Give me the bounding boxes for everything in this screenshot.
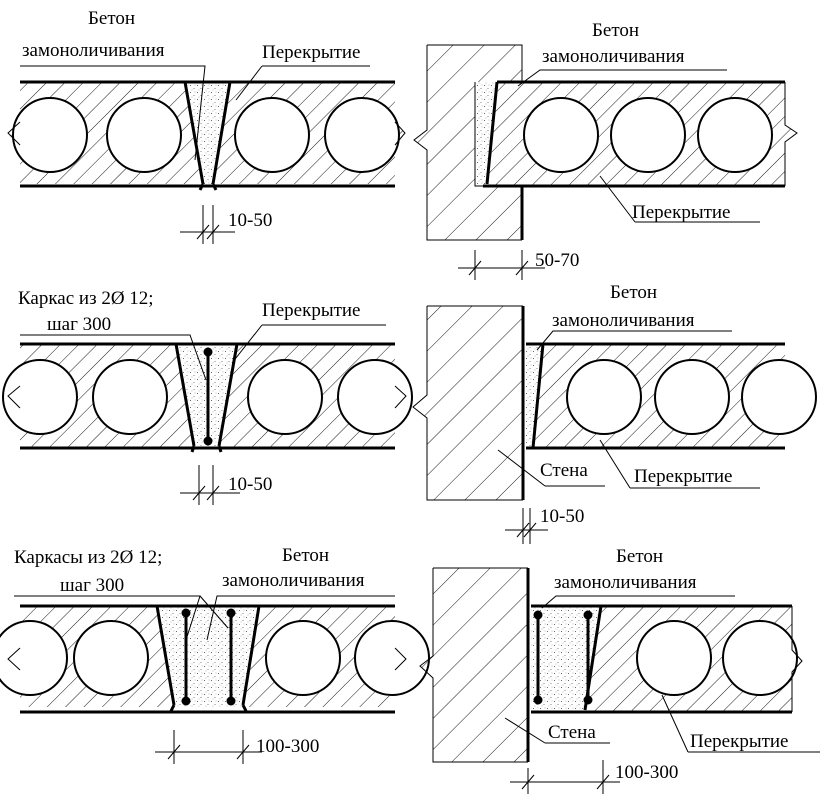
leader-lines (20, 324, 386, 381)
outlines (526, 568, 792, 762)
label-cage-line2: шаг 300 (47, 314, 111, 335)
joint-concrete-fill (185, 82, 230, 184)
hollow-cores (566, 359, 817, 435)
label-concrete-line1: Бетон (88, 8, 135, 29)
label-wall: Стена (548, 722, 596, 743)
leader-lines (517, 69, 760, 223)
rebar-cages (181, 608, 236, 706)
detail-slab-joint-narrow: Бетон замоноличивания Перекрытие 10-50 (7, 8, 406, 244)
label-concrete-line2: замоноличивания (554, 572, 697, 593)
label-cages-line1: Каркасы из 2Ø 12; (14, 547, 162, 568)
detail-slab-joint-cage: Каркас из 2Ø 12; шаг 300 Перекрытие 10-5… (2, 288, 413, 505)
dimension-value: 10-50 (228, 210, 272, 231)
label-slab: Перекрытие (690, 731, 789, 752)
dimension-gap (155, 730, 262, 764)
rebar-cage (533, 610, 593, 705)
detail-slab-joint-wide: Каркасы из 2Ø 12; шаг 300 Бетон замоноли… (0, 545, 430, 764)
wall-thin-lines (419, 567, 803, 763)
hollow-cores (12, 97, 400, 173)
outlines (521, 306, 785, 500)
label-wall: Стена (540, 460, 588, 481)
break-lines (7, 121, 406, 146)
hollow-cores (636, 620, 798, 696)
label-concrete-line1: Бетон (592, 20, 639, 41)
outlines (483, 80, 785, 240)
dimension-gap (458, 250, 545, 280)
wall-thin-lines (412, 305, 523, 501)
dimension-gap (510, 760, 620, 794)
break-lines (7, 647, 407, 671)
leader-lines (497, 330, 760, 489)
dimension-gap (505, 508, 548, 544)
wall-body (413, 306, 522, 500)
label-cage-line1: Каркас из 2Ø 12; (18, 288, 154, 309)
label-cages-line2: шаг 300 (60, 575, 124, 596)
dimension-value: 10-50 (228, 474, 272, 495)
leader-lines (20, 65, 370, 161)
detail-wall-joint-wide: Бетон замоноличивания Стена Перекрытие 1… (419, 546, 820, 794)
dimension-value: 50-70 (535, 250, 579, 271)
slab-outlines (20, 342, 395, 453)
label-slab: Перекрытие (634, 466, 733, 487)
rebar-cage (203, 347, 213, 446)
label-concrete-line1: Бетон (610, 282, 657, 303)
slab-outlines (20, 80, 395, 191)
label-concrete-line2: замоноличивания (552, 310, 695, 331)
dimension-value: 100-300 (615, 762, 678, 783)
dimension-value: 10-50 (540, 506, 584, 527)
hollow-cores (523, 97, 773, 173)
dimension-gap (180, 205, 235, 244)
label-slab: Перекрытие (262, 300, 361, 321)
break-lines (7, 385, 407, 409)
label-slab: Перекрытие (632, 202, 731, 223)
joint-concrete-fill (475, 82, 497, 186)
joint-concrete-fill (526, 344, 543, 448)
dimension-gap (180, 465, 240, 505)
detail-wall-joint-narrow: Бетон замоноличивания Стена Перекрытие 1… (412, 282, 817, 544)
leader-lines (14, 595, 395, 641)
label-concrete-line2: замоноличивания (222, 570, 365, 591)
hollow-cores (2, 359, 413, 435)
label-concrete-line2: замоноличивания (22, 40, 165, 61)
wall-thin-lines (413, 44, 798, 241)
slab-outlines (20, 604, 395, 714)
joint-concrete-fill (157, 606, 259, 707)
joint-concrete-fill (531, 606, 601, 712)
dimension-value: 100-300 (256, 736, 319, 757)
label-concrete-line1: Бетон (282, 545, 329, 566)
wall-body (420, 568, 528, 762)
detail-wall-joint: Бетон замоноличивания Перекрытие 50-70 (413, 20, 798, 280)
hollow-cores (0, 620, 430, 696)
label-concrete-line1: Бетон (616, 546, 663, 567)
label-slab: Перекрытие (262, 42, 361, 63)
label-concrete-line2: замоноличивания (542, 46, 685, 67)
leader-lines (504, 595, 820, 753)
